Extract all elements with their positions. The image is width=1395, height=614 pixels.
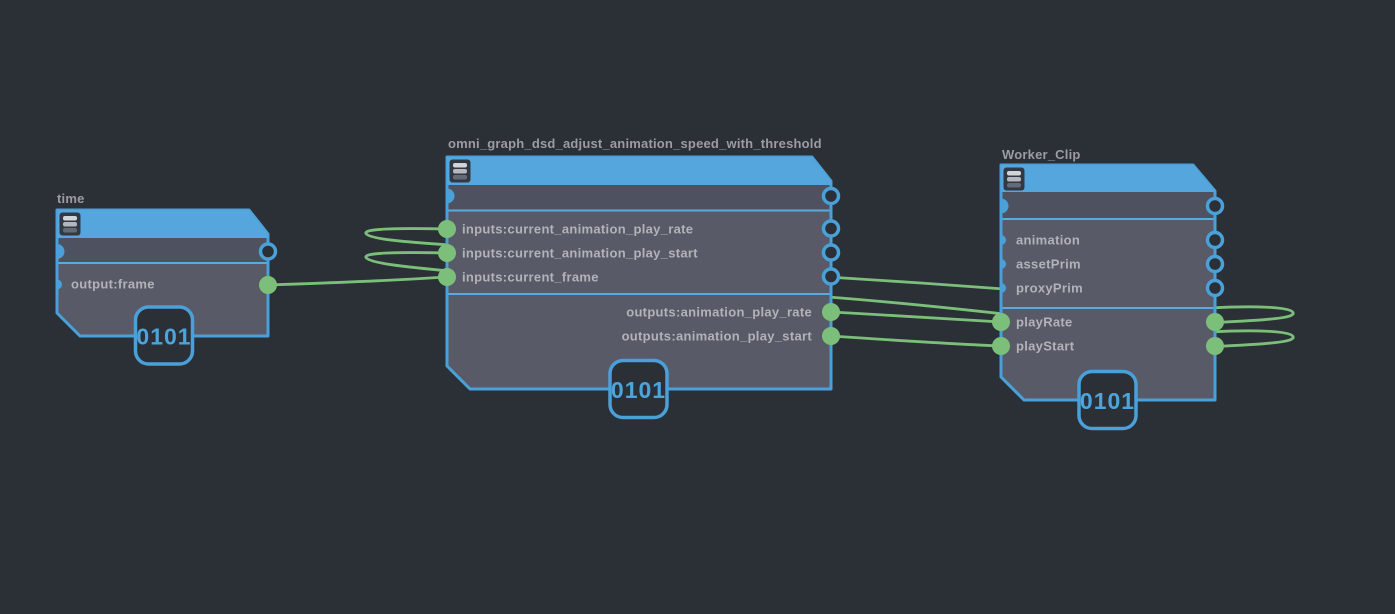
badge-label: 0101 [136, 324, 191, 350]
node-worker-clip[interactable]: Worker_Clip animation assetPrim proxyPri… [992, 147, 1225, 431]
node-type-badge: 0101 [133, 305, 195, 366]
port-in-current-animation-play-rate[interactable] [438, 220, 456, 238]
exec-in-port[interactable] [1001, 198, 1009, 214]
row-label-current-frame: inputs:current_frame [462, 270, 599, 285]
wire-time-frame-to-current-frame[interactable] [266, 275, 449, 287]
node-title: Worker_Clip [1002, 147, 1081, 162]
node-time[interactable]: time output:frame 0101 [55, 191, 278, 366]
port-output-frame[interactable] [259, 276, 277, 294]
row-label-output-frame: output:frame [71, 277, 155, 292]
port-out-playstart[interactable] [1206, 337, 1224, 355]
port-right-proxyprim[interactable] [1205, 278, 1225, 298]
port-out-animation-play-rate[interactable] [822, 303, 840, 321]
port-right-current-animation-play-start[interactable] [821, 243, 841, 262]
row-label-assetprim: assetPrim [1016, 257, 1081, 272]
exec-out-port[interactable] [1205, 196, 1225, 216]
row-label-proxyprim: proxyPrim [1016, 281, 1083, 296]
node-type-badge: 0101 [1077, 369, 1138, 431]
port-in-current-frame[interactable] [438, 268, 456, 286]
port-in-current-animation-play-start[interactable] [438, 244, 456, 262]
node-adjust-animation-speed[interactable]: omni_graph_dsd_adjust_animation_speed_wi… [438, 136, 841, 420]
node-header[interactable] [57, 210, 268, 238]
port-right-current-frame[interactable] [821, 267, 841, 286]
wire-feedback-playrate-hairpin[interactable] [1209, 305, 1295, 324]
exec-out-port[interactable] [821, 186, 841, 206]
wire-feedback-playstart-gap[interactable] [826, 295, 1006, 316]
port-right-assetprim[interactable] [1205, 254, 1225, 274]
exec-in-port[interactable] [57, 244, 65, 259]
node-type-badge: 0101 [608, 358, 669, 420]
node-menu-icon[interactable] [449, 159, 471, 183]
exec-row [58, 238, 267, 263]
row-label-animation-play-start: outputs:animation_play_start [622, 329, 813, 344]
port-stub-proxyprim[interactable] [1001, 283, 1006, 293]
port-in-playrate[interactable] [992, 313, 1010, 331]
node-header[interactable] [447, 157, 831, 185]
node-title: time [57, 191, 85, 206]
wire-feedback-playrate-gap[interactable] [826, 275, 1006, 291]
node-header[interactable] [1001, 165, 1215, 192]
port-out-playrate[interactable] [1206, 313, 1224, 331]
row-label-animation-play-rate: outputs:animation_play_rate [626, 305, 812, 320]
wire-feedback-playstart-loopback[interactable] [364, 251, 452, 273]
row-label-playrate: playRate [1016, 315, 1073, 330]
port-stub-output-frame[interactable] [57, 279, 63, 290]
port-in-playstart[interactable] [992, 337, 1010, 355]
wires-layer [266, 227, 1295, 348]
row-label-current-animation-play-rate: inputs:current_animation_play_rate [462, 222, 693, 237]
node-title: omni_graph_dsd_adjust_animation_speed_wi… [448, 136, 822, 151]
wire-feedback-playstart-hairpin[interactable] [1209, 329, 1295, 348]
exec-in-port[interactable] [447, 188, 455, 204]
wire-play-start-out-to-playstart-in[interactable] [829, 334, 1003, 348]
row-label-playstart: playStart [1016, 339, 1075, 354]
exec-row [1002, 192, 1214, 219]
exec-row [448, 185, 830, 210]
wire-feedback-playrate-loopback[interactable] [364, 227, 452, 247]
node-menu-icon[interactable] [1003, 167, 1025, 191]
exec-out-port[interactable] [258, 242, 278, 261]
port-right-animation[interactable] [1205, 230, 1225, 250]
port-stub-assetprim[interactable] [1001, 259, 1006, 269]
badge-label: 0101 [1080, 388, 1135, 414]
badge-label: 0101 [611, 377, 666, 403]
node-menu-icon[interactable] [59, 212, 81, 236]
row-label-animation: animation [1016, 233, 1080, 248]
wire-play-rate-out-to-playrate-in[interactable] [829, 310, 1003, 324]
port-stub-animation[interactable] [1001, 235, 1006, 245]
port-right-current-animation-play-rate[interactable] [821, 219, 841, 238]
row-label-current-animation-play-start: inputs:current_animation_play_start [462, 246, 698, 261]
port-out-animation-play-start[interactable] [822, 327, 840, 345]
